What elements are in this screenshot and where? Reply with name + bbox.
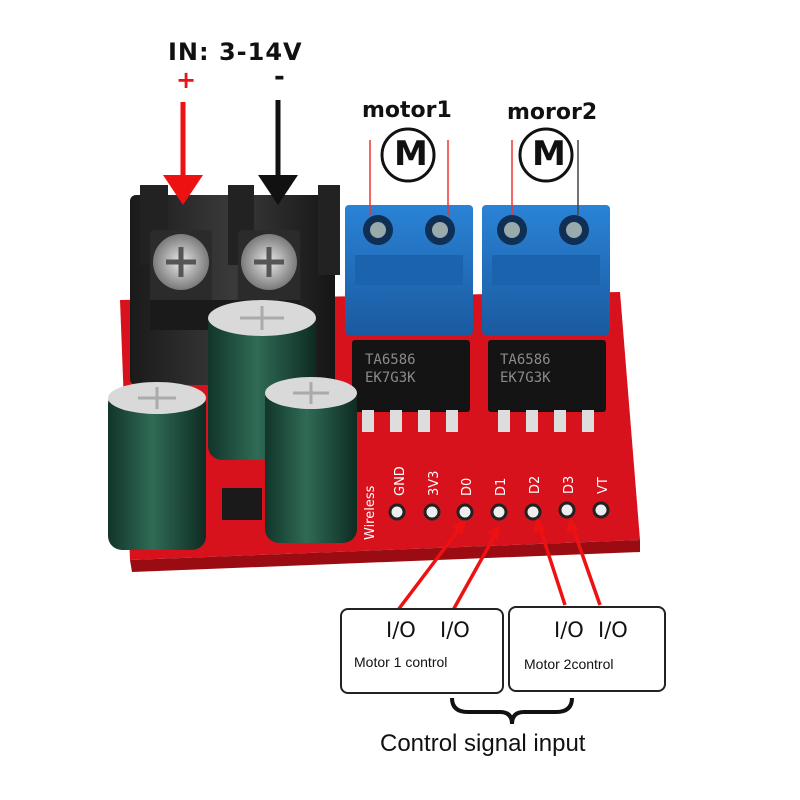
motor1-io-a: I/O xyxy=(386,618,416,642)
brace-icon xyxy=(450,697,574,725)
chip2-line2: EK7G3K xyxy=(500,370,551,386)
motor2-glyph: M xyxy=(532,134,566,174)
motor1-terminal xyxy=(345,205,473,335)
pin-header xyxy=(388,501,610,521)
pin-label-gnd: GND xyxy=(393,466,408,496)
pin-label-d0: D0 xyxy=(460,478,475,496)
motor1-glyph: M xyxy=(394,134,428,174)
motor1-symbol-icon xyxy=(380,127,436,183)
plus-arrow-icon xyxy=(163,102,203,205)
chip1-line2: EK7G3K xyxy=(365,370,416,386)
motor2-io-b: I/O xyxy=(598,618,628,642)
chip1-line1: TA6586 xyxy=(365,352,416,368)
motor1-label: motor1 xyxy=(362,98,452,123)
pcb-edge xyxy=(130,540,640,572)
motor2-control-box: I/O I/O Motor 2control xyxy=(508,606,666,692)
signal-arrows-icon xyxy=(396,518,602,613)
motor2-terminal xyxy=(482,205,610,335)
pin-label-vt: VT xyxy=(596,477,611,494)
pin-label-3v3: 3V3 xyxy=(427,471,442,496)
driver-chip-1 xyxy=(352,340,470,432)
pin-label-wireless: Wireless xyxy=(363,485,378,540)
motor1-io-b: I/O xyxy=(440,618,470,642)
minus-arrow-icon xyxy=(258,100,298,205)
motor2-io-a: I/O xyxy=(554,618,584,642)
minus-label: - xyxy=(274,62,285,92)
capacitor-2 xyxy=(108,382,206,550)
plus-label: + xyxy=(176,66,197,94)
control-signal-caption: Control signal input xyxy=(380,730,586,757)
power-input-label: IN: 3-14V xyxy=(168,38,303,66)
driver-chip-2 xyxy=(488,340,606,432)
motor2-control-caption: Motor 2control xyxy=(524,656,614,672)
motor2-symbol-icon xyxy=(518,127,574,183)
motor1-control-caption: Motor 1 control xyxy=(354,654,448,670)
motor2-label: moror2 xyxy=(507,100,598,125)
capacitor-3 xyxy=(265,377,357,543)
pin-label-d3: D3 xyxy=(562,476,577,494)
pin-label-d2: D2 xyxy=(528,476,543,494)
small-ic xyxy=(222,488,262,520)
chip2-line1: TA6586 xyxy=(500,352,551,368)
motor1-control-box: I/O I/O Motor 1 control xyxy=(340,608,504,694)
pin-label-d1: D1 xyxy=(494,478,509,496)
